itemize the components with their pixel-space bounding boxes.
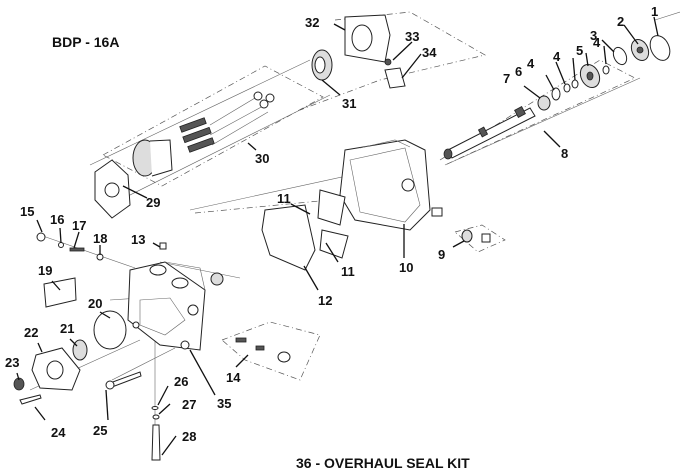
part-21-gear [72, 339, 88, 361]
part-28-valve [151, 424, 161, 461]
part-12-cover-gasket [261, 204, 316, 271]
callout-3: 3 [590, 28, 597, 43]
part-20-oring [93, 310, 127, 350]
callout-29: 29 [146, 195, 160, 210]
callout-12: 12 [318, 293, 332, 308]
callout-14: 14 [226, 370, 241, 385]
part-19-plate [43, 277, 77, 308]
callout-16: 16 [50, 212, 64, 227]
part-24-bolt [19, 394, 42, 405]
diagram-title: BDP - 16A [52, 34, 119, 50]
callout-2: 2 [617, 14, 624, 29]
part-34-trunnion [384, 67, 406, 89]
callout-15: 15 [20, 204, 34, 219]
part-30-rotating-group [132, 91, 275, 177]
callout-32: 32 [305, 15, 319, 30]
part-plug [210, 272, 224, 286]
leader-lines [16, 16, 659, 456]
callout-20: 20 [88, 296, 102, 311]
callout-34: 34 [422, 45, 437, 60]
part-32-end-cap [344, 14, 391, 63]
part-14-relief-valve [235, 337, 291, 363]
callout-5: 5 [576, 43, 583, 58]
callout-22: 22 [24, 325, 38, 340]
callout-1: 1 [651, 4, 658, 19]
callout-6: 6 [515, 64, 522, 79]
part-9-seal [461, 229, 491, 243]
part-35-valve-block [127, 261, 206, 351]
part-27-oring [152, 414, 160, 420]
callout-27: 27 [182, 397, 196, 412]
part-15-fitting [36, 232, 46, 242]
diagram-caption: 36 - OVERHAUL SEAL KIT [296, 455, 470, 471]
callout-35: 35 [217, 396, 231, 411]
assembly-guide-lines [29, 11, 680, 450]
part-8-shaft [443, 106, 536, 160]
part-13-plug [159, 242, 167, 250]
part-10-housing [339, 139, 443, 231]
part-25-bolt [105, 371, 142, 390]
callout-4c: 4 [527, 56, 535, 71]
callout-25: 25 [93, 423, 107, 438]
callout-8: 8 [561, 146, 568, 161]
callout-33: 33 [405, 29, 419, 44]
callout-11b: 11 [341, 264, 355, 279]
part-4-washer [563, 65, 610, 93]
part-29-plate [94, 159, 131, 219]
part-3-oring [612, 46, 628, 66]
callout-21: 21 [60, 321, 74, 336]
callout-11a: 11 [277, 191, 291, 206]
callout-28: 28 [182, 429, 196, 444]
part-17-spring [69, 247, 85, 252]
callout-23: 23 [5, 355, 19, 370]
callout-labels: 1 2 3 4 4 4 5 6 7 8 9 10 11 11 12 13 14 … [5, 4, 658, 444]
part-7-bearing [537, 95, 551, 111]
callout-10: 10 [399, 260, 413, 275]
callout-31: 31 [342, 96, 356, 111]
part-11-gasket [317, 189, 349, 259]
callout-7: 7 [503, 71, 510, 86]
callout-19: 19 [38, 263, 52, 278]
callout-9: 9 [438, 247, 445, 262]
part-2-seal [630, 38, 650, 62]
callout-26: 26 [174, 374, 188, 389]
callout-17: 17 [72, 218, 86, 233]
callout-18: 18 [93, 231, 107, 246]
callout-24: 24 [51, 425, 66, 440]
callout-4a: 4 [593, 35, 601, 50]
part-22-charge-pump-cover [31, 347, 81, 391]
part-1-cap [649, 35, 671, 61]
part-6-ring [551, 87, 561, 101]
part-31-bearing [311, 49, 333, 81]
callout-4b: 4 [553, 49, 561, 64]
part-16-seal [58, 242, 64, 248]
part-33-pin [384, 58, 392, 66]
part-5-gear [579, 63, 601, 89]
part-26-washer [151, 406, 159, 410]
callout-13: 13 [131, 232, 145, 247]
callout-30: 30 [255, 151, 269, 166]
